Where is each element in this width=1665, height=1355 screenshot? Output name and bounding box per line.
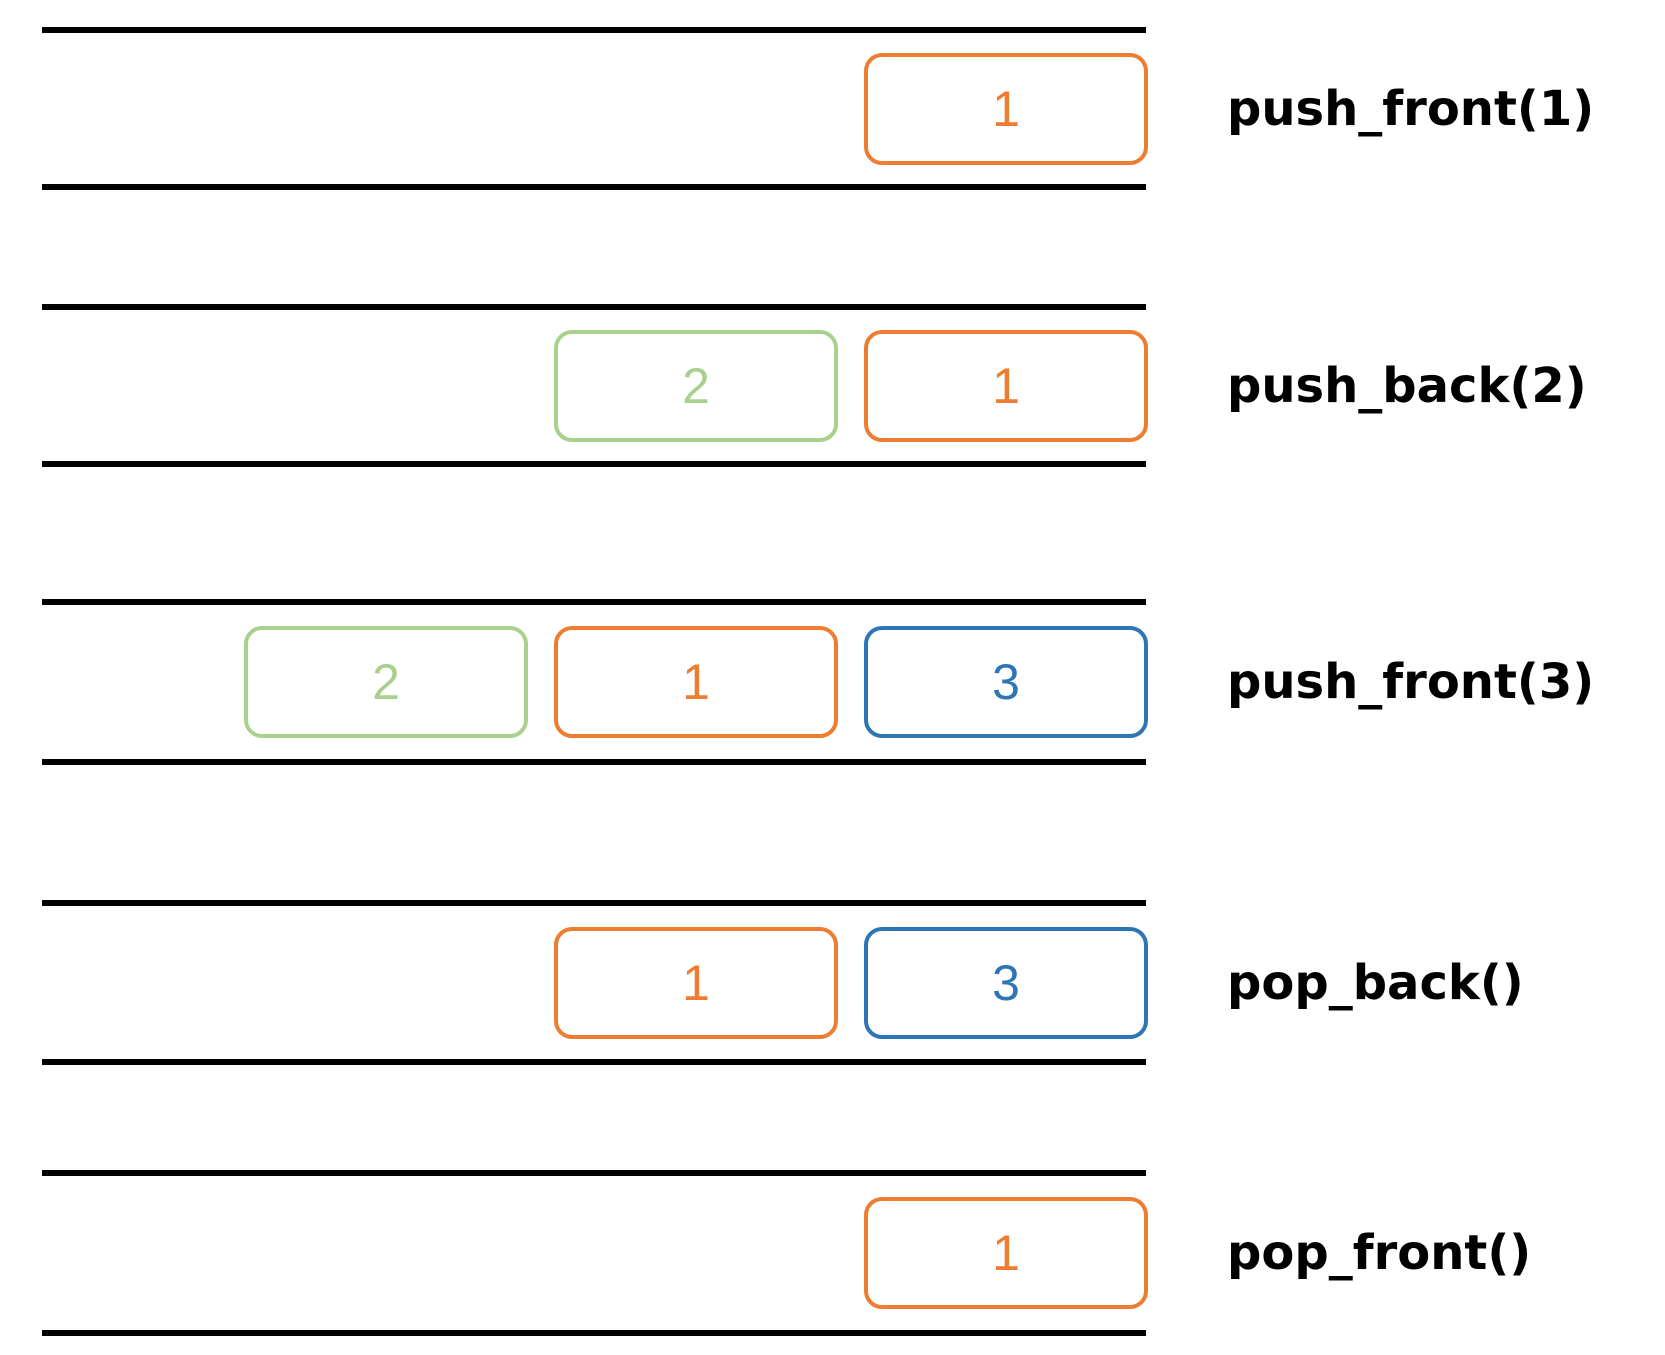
deque-state-row-5: 1 pop_front() — [42, 1170, 1531, 1336]
deque-item-value: 3 — [992, 954, 1020, 1011]
deque-state-row-2: 2 1 push_back(2) — [42, 304, 1587, 467]
deque-top-rail — [42, 304, 1146, 310]
deque-bottom-rail — [42, 759, 1146, 765]
operation-label: pop_back() — [1227, 954, 1524, 1011]
operation-label: pop_front() — [1227, 1225, 1532, 1281]
deque-item-value: 1 — [992, 1225, 1020, 1281]
deque-item: 3 — [864, 626, 1148, 738]
deque-item-value: 1 — [682, 654, 710, 710]
deque-item-value: 1 — [992, 80, 1020, 137]
deque-state-row-1: 1 push_front(1) — [42, 27, 1594, 190]
deque-bottom-rail — [42, 1059, 1146, 1065]
deque-item-value: 1 — [992, 357, 1020, 414]
deque-top-rail — [42, 599, 1146, 605]
deque-bottom-rail — [42, 461, 1146, 467]
deque-item: 1 — [554, 626, 838, 738]
deque-bottom-rail — [42, 184, 1146, 190]
deque-item-value: 2 — [682, 357, 710, 414]
deque-item: 3 — [864, 926, 1148, 1039]
deque-item: 2 — [244, 626, 528, 738]
deque-item: 1 — [864, 1197, 1148, 1309]
deque-bottom-rail — [42, 1330, 1146, 1336]
deque-top-rail — [42, 900, 1146, 906]
deque-item-value: 1 — [682, 954, 710, 1011]
deque-item: 1 — [554, 926, 838, 1039]
operation-label: push_back(2) — [1227, 357, 1587, 414]
deque-top-rail — [42, 1170, 1146, 1176]
operation-label: push_front(3) — [1227, 654, 1595, 710]
deque-state-row-4: 1 3 pop_back() — [42, 900, 1524, 1065]
deque-state-row-3: 2 1 3 push_front(3) — [42, 599, 1594, 765]
deque-item-value: 2 — [372, 654, 400, 710]
deque-item-value: 3 — [992, 654, 1020, 710]
deque-item: 1 — [864, 329, 1148, 442]
deque-item: 1 — [864, 52, 1148, 165]
operation-label: push_front(1) — [1227, 80, 1595, 137]
deque-item: 2 — [554, 329, 838, 442]
deque-top-rail — [42, 27, 1146, 33]
